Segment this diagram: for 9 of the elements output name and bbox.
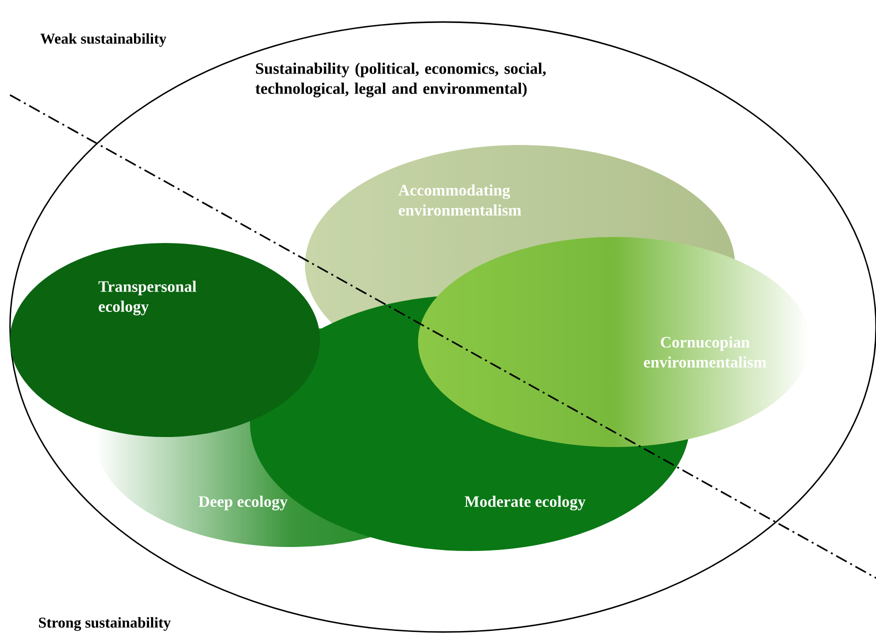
axis-label: Weak sustainability [40,33,166,47]
ellipse-label: Deep ecology [198,496,288,510]
ellipse-label: Transpersonal ecology [98,280,196,316]
ellipse-label: Accommodating environmentalism [398,184,522,216]
axis-label: Strong sustainability [39,617,171,631]
outer-ellipse [9,21,876,633]
ellipse [10,243,320,437]
ellipse-label: Moderate ecology [464,496,586,510]
heading: Sustainability (political, economics, social, technological, legal and environmental) [255,62,546,98]
